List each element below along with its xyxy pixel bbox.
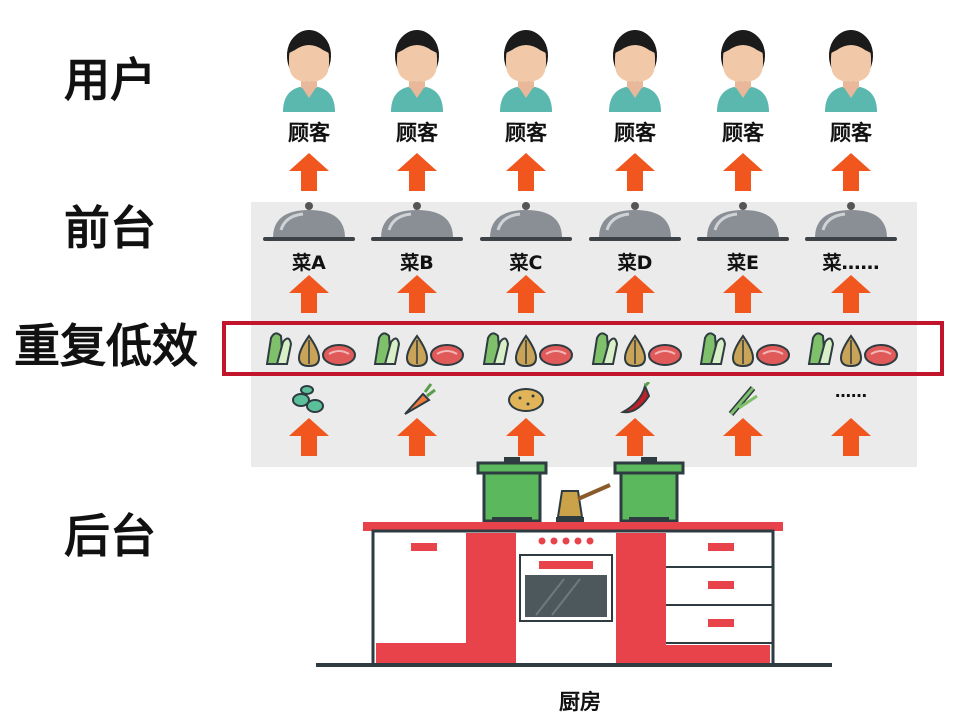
- pot-right-icon: [613, 457, 685, 523]
- dish-label: 菜B: [400, 252, 434, 274]
- dish-label: 菜D: [617, 252, 653, 274]
- cloche-dish-icon: [259, 200, 359, 246]
- up-arrow-icon: [289, 418, 329, 456]
- dish-label: 菜E: [727, 252, 759, 274]
- up-arrow-icon: [723, 153, 763, 191]
- customer-label: 顾客: [505, 121, 547, 145]
- layer-label-front: 前台: [64, 201, 156, 255]
- cloche-dish-icon: [801, 200, 901, 246]
- inefficiency-highlight-box: [222, 321, 944, 376]
- customer-label: 顾客: [830, 121, 872, 145]
- repeated-ingredients-icon: [587, 328, 683, 368]
- customer-avatar-icon: [387, 20, 447, 112]
- green-onion-icon: [723, 382, 763, 418]
- up-arrow-icon: [397, 418, 437, 456]
- customer-avatar-icon: [821, 20, 881, 112]
- chili-icon: [615, 382, 655, 418]
- customer-label: 顾客: [614, 121, 656, 145]
- up-arrow-icon: [615, 275, 655, 313]
- layer-label-inefficient: 重复低效: [14, 319, 198, 373]
- customer-avatar-icon: [713, 20, 773, 112]
- customer-avatar-icon: [279, 20, 339, 112]
- dish-label: 菜……: [822, 252, 880, 274]
- kitchen-label: 厨房: [559, 690, 601, 714]
- cloche-dish-icon: [476, 200, 576, 246]
- up-arrow-icon: [289, 153, 329, 191]
- up-arrow-icon: [831, 418, 871, 456]
- potato-icon: [506, 382, 546, 418]
- repeated-ingredients-icon: [261, 328, 357, 368]
- up-arrow-icon: [289, 275, 329, 313]
- customer-avatar-icon: [605, 20, 665, 112]
- customer-label: 顾客: [396, 121, 438, 145]
- up-arrow-icon: [397, 275, 437, 313]
- up-arrow-icon: [831, 275, 871, 313]
- beans-icon: [289, 382, 329, 418]
- up-arrow-icon: [506, 418, 546, 456]
- cloche-dish-icon: [693, 200, 793, 246]
- layer-label-back: 后台: [64, 509, 156, 563]
- up-arrow-icon: [723, 418, 763, 456]
- up-arrow-icon: [615, 153, 655, 191]
- cloche-dish-icon: [585, 200, 685, 246]
- customer-avatar-icon: [496, 20, 556, 112]
- kitchen-illustration: [316, 457, 832, 667]
- repeated-ingredients-icon: [803, 328, 899, 368]
- up-arrow-icon: [506, 153, 546, 191]
- ellipsis-more: ……: [835, 382, 867, 401]
- front-panel: [251, 202, 917, 467]
- pot-left-icon: [476, 457, 548, 523]
- repeated-ingredients-icon: [695, 328, 791, 368]
- coffee-pot-icon: [556, 483, 611, 522]
- up-arrow-icon: [397, 153, 437, 191]
- dish-label: 菜C: [509, 252, 543, 274]
- carrot-icon: [397, 382, 437, 418]
- layer-label-user: 用户: [64, 53, 156, 107]
- up-arrow-icon: [831, 153, 871, 191]
- cloche-dish-icon: [367, 200, 467, 246]
- customer-label: 顾客: [288, 121, 330, 145]
- up-arrow-icon: [615, 418, 655, 456]
- dish-label: 菜A: [292, 252, 326, 274]
- repeated-ingredients-icon: [369, 328, 465, 368]
- up-arrow-icon: [506, 275, 546, 313]
- repeated-ingredients-icon: [478, 328, 574, 368]
- customer-label: 顾客: [722, 121, 764, 145]
- up-arrow-icon: [723, 275, 763, 313]
